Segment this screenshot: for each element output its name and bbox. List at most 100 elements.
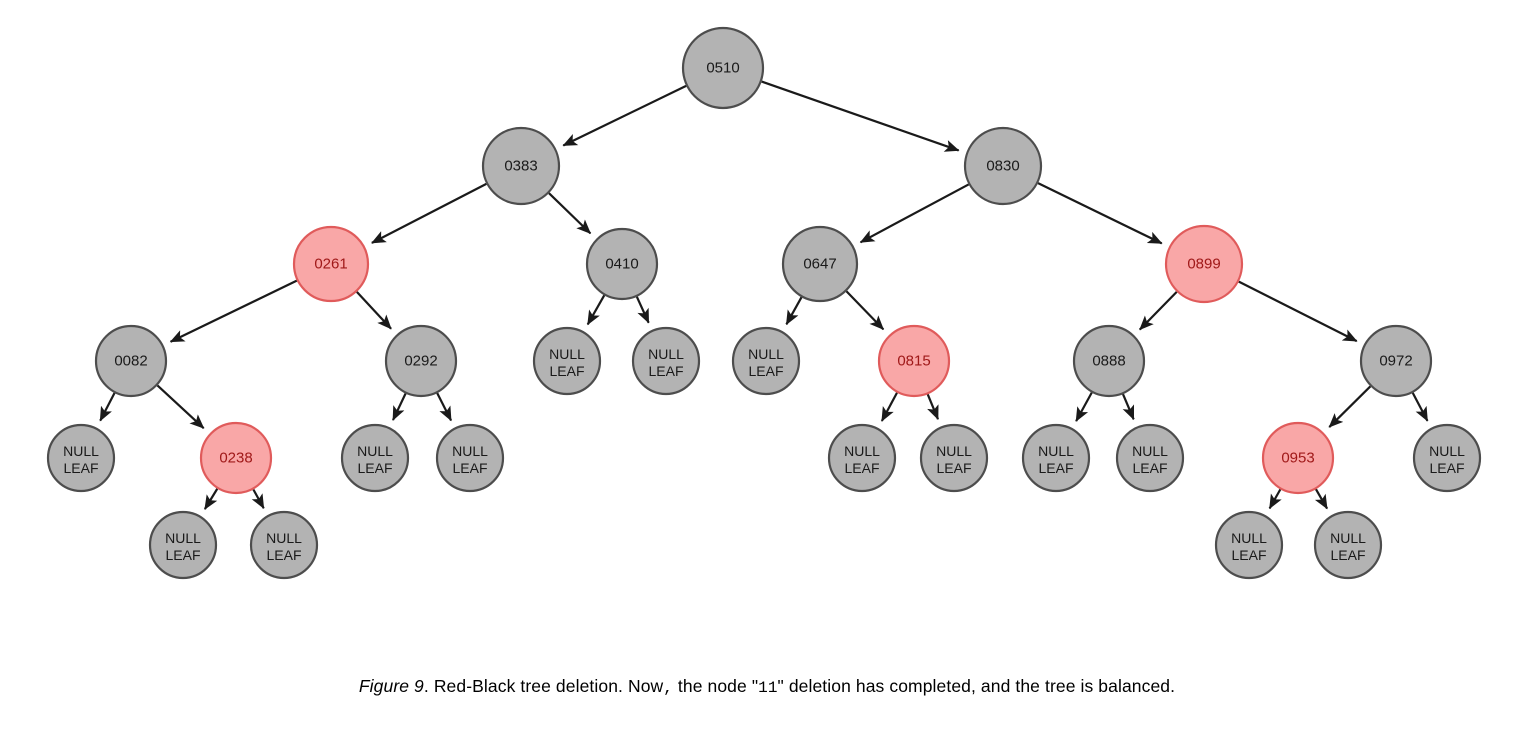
leaf-label-line1: NULL xyxy=(748,346,784,362)
tree-edge-n0261-to-n0292 xyxy=(356,291,392,330)
node-key-label: 0953 xyxy=(1281,450,1314,467)
leaf-label-line1: NULL xyxy=(165,530,201,546)
tree-edge-n0238-to-l0238b xyxy=(251,488,265,509)
tree-edge-n0953-to-l0953b xyxy=(1314,488,1329,510)
tree-edge-n0972-to-l0972b xyxy=(1411,392,1429,422)
tree-node-0888[interactable]: 0888 xyxy=(1072,324,1146,398)
tree-node-0410[interactable]: 0410 xyxy=(585,227,659,301)
caption-text-part1: Red-Black tree deletion. Now xyxy=(428,676,664,696)
leaf-label-line1: NULL xyxy=(452,443,488,459)
caption-period: . xyxy=(423,676,429,696)
tree-edge-n0830-to-n0899 xyxy=(1037,182,1163,245)
leaf-label-line2: LEAF xyxy=(549,363,584,379)
tree-edge-n0410-to-l0410b xyxy=(635,296,650,324)
red-black-tree-diagram: 0510 0383 0830 0261 0410 0647 0899 0082 0292 0815… xyxy=(46,26,1482,580)
figure-caption: Figure 9. Red-Black tree deletion. Now, … xyxy=(0,676,1534,697)
leaf-label-line1: NULL xyxy=(936,443,972,459)
tree-node-0953[interactable]: 0953 xyxy=(1261,421,1335,495)
black-node-circle xyxy=(963,126,1043,206)
tree-edge-n0238-to-l0238a xyxy=(203,488,219,510)
tree-edge-n0082-to-l0082a xyxy=(99,392,116,422)
leaf-label-line2: LEAF xyxy=(165,547,200,563)
tree-edge-n0888-to-l0888b xyxy=(1122,393,1135,421)
node-key-label: 0830 xyxy=(986,158,1019,175)
black-node-circle xyxy=(46,423,116,493)
tree-edge-n0261-to-n0082 xyxy=(169,279,298,343)
red-node-circle xyxy=(877,324,951,398)
node-key-label: 0510 xyxy=(706,60,739,77)
leaf-label-line1: NULL xyxy=(844,443,880,459)
node-key-label: 0261 xyxy=(314,256,347,273)
tree-node-0292[interactable]: 0292 xyxy=(384,324,458,398)
tree-edge-n0953-to-l0953a xyxy=(1268,488,1282,510)
black-node-circle xyxy=(249,510,319,580)
red-node-circle xyxy=(199,421,273,495)
caption-text-part2: the node " xyxy=(672,676,759,696)
tree-edge-n0899-to-n0972 xyxy=(1238,280,1358,343)
tree-node-0261[interactable]: 0261 xyxy=(292,225,370,303)
black-node-circle xyxy=(631,326,701,396)
black-node-circle xyxy=(94,324,168,398)
tree-edges xyxy=(99,80,1429,510)
leaf-label-line2: LEAF xyxy=(452,460,487,476)
black-node-circle xyxy=(532,326,602,396)
black-node-circle xyxy=(585,227,659,301)
tree-edge-n0292-to-l0292a xyxy=(392,393,407,421)
leaf-label-line1: NULL xyxy=(1231,530,1267,546)
black-node-circle xyxy=(731,326,801,396)
black-node-circle xyxy=(148,510,218,580)
node-key-label: 0815 xyxy=(897,353,930,370)
black-node-circle xyxy=(1214,510,1284,580)
leaf-label-line1: NULL xyxy=(1429,443,1465,459)
tree-edge-n0647-to-l0647a xyxy=(785,296,803,326)
tree-edge-n0972-to-n0953 xyxy=(1328,385,1372,428)
leaf-label-line2: LEAF xyxy=(266,547,301,563)
leaf-label-line2: LEAF xyxy=(844,460,879,476)
node-key-label: 0238 xyxy=(219,450,252,467)
black-node-circle xyxy=(681,26,765,110)
figure-number: Figure 9 xyxy=(358,676,424,696)
tree-edge-n0292-to-l0292b xyxy=(436,392,453,422)
black-node-circle xyxy=(481,126,561,206)
tree-edge-n0899-to-n0888 xyxy=(1139,291,1178,331)
tree-node-0899[interactable]: 0899 xyxy=(1164,224,1244,304)
tree-node-0830[interactable]: 0830 xyxy=(963,126,1043,206)
tree-node-0383[interactable]: 0383 xyxy=(481,126,561,206)
black-node-circle xyxy=(384,324,458,398)
tree-nodes: 0510 0383 0830 0261 0410 0647 0899 0082 0292 0815… xyxy=(46,26,1482,580)
tree-node-0082[interactable]: 0082 xyxy=(94,324,168,398)
tree-edge-n0647-to-n0815 xyxy=(845,290,885,331)
tree-node-0815[interactable]: 0815 xyxy=(877,324,951,398)
caption-comma: , xyxy=(663,679,673,697)
leaf-label-line1: NULL xyxy=(648,346,684,362)
red-node-circle xyxy=(292,225,370,303)
black-node-circle xyxy=(827,423,897,493)
tree-node-0972[interactable]: 0972 xyxy=(1359,324,1433,398)
leaf-label-line2: LEAF xyxy=(1429,460,1464,476)
tree-edge-n0888-to-l0888a xyxy=(1075,392,1093,422)
node-key-label: 0899 xyxy=(1187,256,1220,273)
tree-node-0238[interactable]: 0238 xyxy=(199,421,273,495)
node-key-label: 0082 xyxy=(114,353,147,370)
tree-node-0647[interactable]: 0647 xyxy=(781,225,859,303)
tree-node-0510[interactable]: 0510 xyxy=(681,26,765,110)
node-key-label: 0410 xyxy=(605,256,638,273)
leaf-label-line2: LEAF xyxy=(63,460,98,476)
black-node-circle xyxy=(340,423,410,493)
